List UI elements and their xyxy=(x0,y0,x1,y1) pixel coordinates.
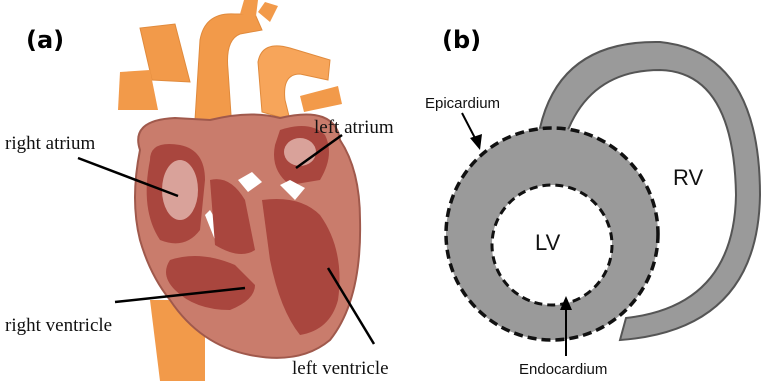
aortic-branch-1 xyxy=(240,0,258,16)
pulmonary-vein-right xyxy=(300,86,342,112)
label-endocardium: Endocardium xyxy=(519,361,607,378)
aorta xyxy=(195,14,262,130)
panel-a: (a) xyxy=(5,0,394,381)
label-left-atrium: left atrium xyxy=(314,117,394,138)
pulmonary-trunk xyxy=(258,46,330,120)
panel-b: (b) Epicardium Endocardium LV RV xyxy=(425,26,760,378)
right-atrium-highlight xyxy=(162,160,198,220)
panel-a-label: (a) xyxy=(26,26,64,54)
label-right-atrium: right atrium xyxy=(5,133,95,154)
heart-illustration xyxy=(118,0,360,381)
label-right-ventricle: right ventricle xyxy=(5,315,112,336)
left-atrium-highlight xyxy=(284,138,316,166)
label-left-ventricle: left ventricle xyxy=(292,358,389,379)
aortic-branch-2 xyxy=(258,2,278,22)
panel-b-label: (b) xyxy=(442,26,481,54)
label-epicardium: Epicardium xyxy=(425,95,500,112)
label-lv: LV xyxy=(535,230,561,255)
epicardium-arrow xyxy=(462,113,482,150)
label-rv: RV xyxy=(673,165,703,190)
